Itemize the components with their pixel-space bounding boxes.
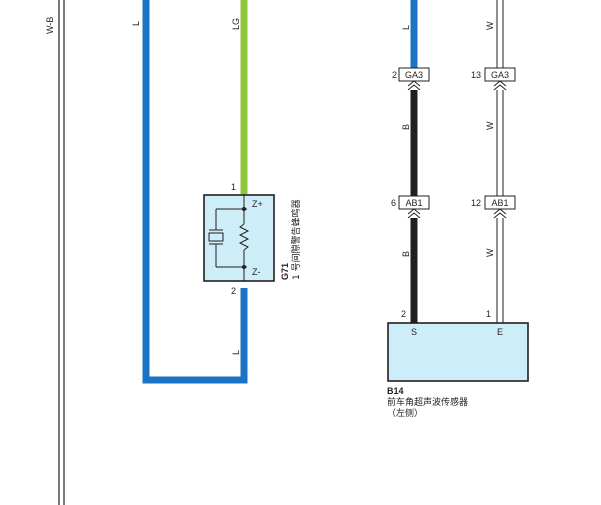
e-wire-color-code-top: W [485, 21, 495, 30]
sensor-pin-e-number: 1 [486, 309, 491, 319]
sensor-pin-s: S [411, 327, 417, 337]
connector-ab1-right: AB1 12 [471, 195, 516, 219]
connector-chevron-icon [407, 80, 421, 87]
connector-ab1-right-pin: 12 [471, 198, 481, 208]
sensor-b14: 2 1 S E B14 前车角超声波传感器 （左侧） [387, 309, 529, 419]
connector-ga3-left: GA3 2 [392, 67, 430, 91]
connector-ga3-right: GA3 13 [471, 67, 516, 91]
connector-chevron-icon [407, 208, 421, 215]
connector-ab1-left-pin: 6 [391, 198, 396, 208]
connector-chevron-icon [493, 208, 507, 215]
sensor-name: 前车角超声波传感器 [387, 396, 468, 408]
sensor-body [387, 322, 529, 382]
connector-ab1-left-label: AB1 [405, 198, 422, 208]
s-wire-color-code-top: L [401, 25, 411, 30]
buzzer-pin-top: 1 [231, 182, 236, 192]
connector-ga3-right-label: GA3 [491, 70, 509, 80]
ground-bus-color-code: W-B [45, 17, 55, 34]
s-wire-color-code-mid: B [401, 124, 411, 130]
connector-ab1-right-label: AB1 [491, 198, 508, 208]
ground-bus: W-B [45, 0, 65, 505]
connector-chevron-icon [493, 80, 507, 87]
left-loop-color-code-bottom: L [231, 350, 241, 355]
sensor-pin-s-number: 2 [401, 309, 406, 319]
left-loop-color-code-top: L [131, 21, 141, 26]
sensor-pin-e: E [497, 327, 503, 337]
buzzer-g71: Z+ Z- 1 2 G71 1 号间隙警告蜂鸣器 [203, 182, 302, 296]
lg-wire: LG [231, 0, 248, 195]
lg-wire-color-code: LG [231, 18, 241, 30]
s-wire-color-code-bottom: B [401, 251, 411, 257]
sensor-side: （左侧） [387, 407, 423, 419]
connector-ab1-left: AB1 6 [391, 195, 430, 219]
buzzer-terminal-minus: Z- [252, 267, 261, 277]
buzzer-name: 1 号间隙警告蜂鸣器 [290, 199, 302, 280]
buzzer-code: G71 [280, 263, 290, 280]
connector-ga3-right-pin: 13 [471, 70, 481, 80]
connector-ga3-left-label: GA3 [405, 70, 423, 80]
buzzer-body [203, 194, 275, 282]
sensor-code: B14 [387, 386, 404, 396]
buzzer-terminal-plus: Z+ [252, 199, 263, 209]
left-loop-wire: L L [131, 0, 248, 384]
connector-ga3-left-pin: 2 [392, 70, 397, 80]
e-wire-color-code-bottom: W [485, 248, 495, 257]
resistor-icon [238, 223, 250, 251]
e-wire: W W W [485, 0, 504, 323]
s-wire: L B B [401, 0, 418, 323]
buzzer-pin-bottom: 2 [231, 286, 236, 296]
e-wire-color-code-mid: W [485, 121, 495, 130]
